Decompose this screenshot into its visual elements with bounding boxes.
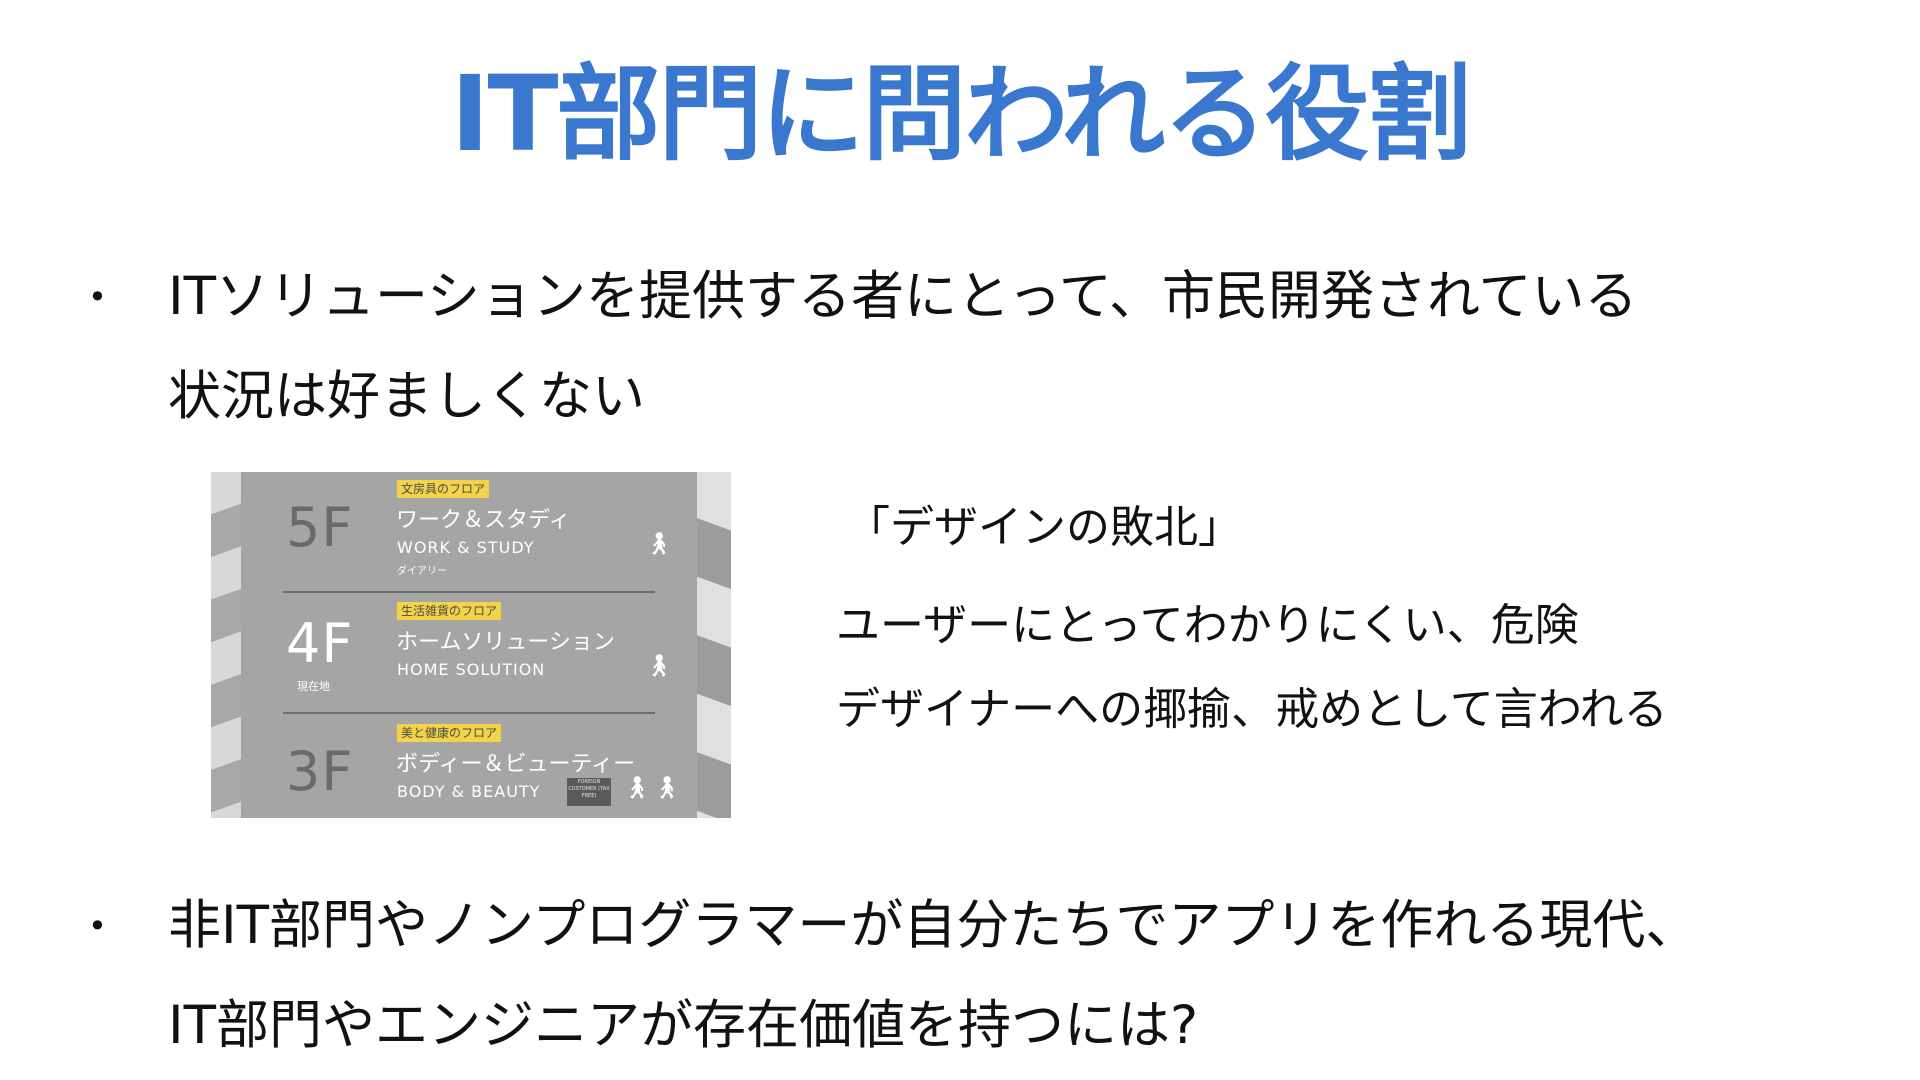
bullet-text: 非IT部門やノンプログラマーが自分たちでアプリを作れる現代、 IT部門やエンジニ… bbox=[168, 876, 1868, 1076]
photo-wall-right bbox=[697, 472, 731, 818]
photo-wall-left bbox=[211, 472, 241, 818]
floor-row-3f: 3F 美と健康のフロア ボディー＆ビューティー BODY & BEAUTY FO… bbox=[241, 716, 697, 818]
floor-name-en: BODY & BEAUTY bbox=[397, 782, 541, 801]
design-note-line: デザイナーへの揶揄、戒めとして言われる bbox=[836, 684, 1668, 735]
floor-subitem: ダイアリー bbox=[397, 566, 447, 577]
floor-name-en: HOME SOLUTION bbox=[397, 660, 546, 679]
floor-category-tag: 文房具のフロア bbox=[397, 480, 490, 498]
floor-name: ホームソリューション bbox=[396, 630, 615, 655]
person-icon: 🚶︎ bbox=[645, 532, 673, 557]
floor-name-en: WORK & STUDY bbox=[397, 538, 535, 557]
bullet-line: 状況は好ましくない bbox=[168, 366, 645, 427]
floor-category-tag: 美と健康のフロア bbox=[397, 724, 502, 742]
slide-title: IT部門に問われる役割 bbox=[450, 53, 1471, 175]
floor-row-4f: 4F 現在地 生活雑貨のフロア ホームソリューション HOME SOLUTION… bbox=[241, 594, 697, 704]
design-failure-heading: 「デザインの敗北」 bbox=[846, 502, 1242, 553]
floor-divider bbox=[283, 591, 655, 593]
bullet-marker: • bbox=[88, 278, 107, 316]
floor-category-tag: 生活雑貨のフロア bbox=[397, 602, 502, 620]
floor-name: ボディー＆ビューティー bbox=[396, 752, 636, 777]
bullet-line: IT部門やエンジニアが存在価値を持つには? bbox=[168, 995, 1199, 1056]
floor-number: 5F bbox=[286, 496, 354, 559]
restroom-icon: 🚶︎🚶︎ bbox=[623, 776, 683, 801]
floor-divider bbox=[283, 712, 655, 714]
bullet-text: ITソリューションを提供する者にとって、市民開発されている 状況は好ましくない bbox=[168, 247, 1868, 447]
bullet-item: • ITソリューションを提供する者にとって、市民開発されている 状況は好ましくな… bbox=[88, 247, 1888, 447]
floor-directory-panel: 5F 文房具のフロア ワーク＆スタディ WORK & STUDY ダイアリー 🚶… bbox=[241, 472, 697, 818]
bullet-line: ITソリューションを提供する者にとって、市民開発されている bbox=[168, 266, 1638, 327]
tax-free-badge: FOREIGN CUSTOMER (TAX FREE) bbox=[567, 778, 611, 806]
floor-name: ワーク＆スタディ bbox=[396, 508, 571, 533]
floor-row-5f: 5F 文房具のフロア ワーク＆スタディ WORK & STUDY ダイアリー 🚶… bbox=[241, 472, 697, 582]
floor-number: 4F bbox=[286, 612, 354, 675]
current-location-label: 現在地 bbox=[297, 680, 330, 693]
bullet-marker: • bbox=[88, 907, 107, 945]
design-note-line: ユーザーにとってわかりにくい、危険 bbox=[836, 600, 1579, 651]
floor-sign-photo: 5F 文房具のフロア ワーク＆スタディ WORK & STUDY ダイアリー 🚶… bbox=[211, 472, 731, 818]
floor-number: 3F bbox=[286, 740, 354, 803]
bullet-line: 非IT部門やノンプログラマーが自分たちでアプリを作れる現代、 bbox=[168, 895, 1699, 956]
person-icon: 🚶︎ bbox=[645, 654, 673, 679]
bullet-item: • 非IT部門やノンプログラマーが自分たちでアプリを作れる現代、 IT部門やエン… bbox=[88, 876, 1888, 1076]
